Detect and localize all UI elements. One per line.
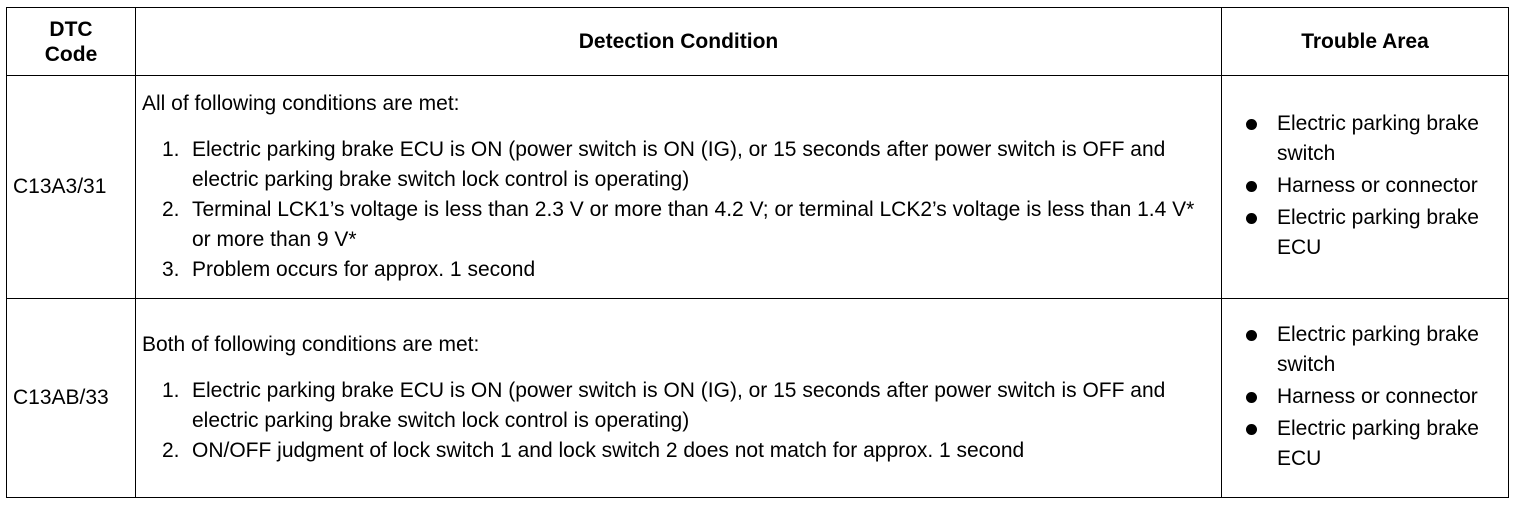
trouble-area-list: Electric parking brake switch Harness or… bbox=[1246, 320, 1500, 474]
condition-steps: 1. Electric parking brake ECU is ON (pow… bbox=[142, 135, 1213, 285]
list-item: Electric parking brake ECU bbox=[1246, 203, 1500, 263]
table-row: C13A3/31 All of following conditions are… bbox=[6, 75, 1509, 299]
bullet-icon bbox=[1246, 424, 1257, 435]
list-item: Harness or connector bbox=[1246, 171, 1500, 201]
trouble-area-cell: Electric parking brake switch Harness or… bbox=[1221, 298, 1509, 498]
condition-step: 2. Terminal LCK1’s voltage is less than … bbox=[142, 195, 1213, 255]
trouble-area-text: Harness or connector bbox=[1277, 385, 1478, 408]
dtc-code-cell: C13A3/31 bbox=[6, 75, 136, 299]
table-body: C13A3/31 All of following conditions are… bbox=[6, 75, 1509, 498]
header-trouble-area: Trouble Area bbox=[1221, 7, 1509, 76]
bullet-icon bbox=[1246, 181, 1257, 192]
trouble-area-text: Harness or connector bbox=[1277, 174, 1478, 197]
list-item: Electric parking brake ECU bbox=[1246, 414, 1500, 474]
condition-step: 1. Electric parking brake ECU is ON (pow… bbox=[142, 376, 1213, 436]
trouble-area-list: Electric parking brake switch Harness or… bbox=[1246, 109, 1500, 263]
bullet-icon bbox=[1246, 392, 1257, 403]
header-dtc-code: DTC Code bbox=[6, 7, 136, 76]
header-dtc-code-line2: Code bbox=[44, 42, 98, 66]
condition-steps: 1. Electric parking brake ECU is ON (pow… bbox=[142, 376, 1213, 466]
list-item: Electric parking brake switch bbox=[1246, 109, 1500, 169]
step-text: ON/OFF judgment of lock switch 1 and loc… bbox=[192, 439, 1025, 462]
step-text: Electric parking brake ECU is ON (power … bbox=[192, 379, 1166, 432]
header-detection-condition: Detection Condition bbox=[135, 7, 1222, 76]
trouble-area-text: Electric parking brake switch bbox=[1277, 112, 1479, 165]
step-number: 1. bbox=[162, 138, 180, 161]
bullet-icon bbox=[1246, 330, 1257, 341]
header-row: DTC Code Detection Condition Trouble Are… bbox=[6, 7, 1509, 76]
step-text: Electric parking brake ECU is ON (power … bbox=[192, 138, 1166, 191]
condition-step: 1. Electric parking brake ECU is ON (pow… bbox=[142, 135, 1213, 195]
step-number: 1. bbox=[162, 379, 180, 402]
bullet-icon bbox=[1246, 213, 1257, 224]
trouble-area-text: Electric parking brake ECU bbox=[1277, 417, 1479, 470]
list-item: Harness or connector bbox=[1246, 382, 1500, 412]
dtc-table: DTC Code Detection Condition Trouble Are… bbox=[6, 7, 1509, 498]
step-number: 3. bbox=[162, 258, 180, 281]
list-item: Electric parking brake switch bbox=[1246, 320, 1500, 380]
table-row: C13AB/33 Both of following conditions ar… bbox=[6, 298, 1509, 498]
detection-condition-cell: Both of following conditions are met: 1.… bbox=[135, 298, 1222, 498]
detection-condition-cell: All of following conditions are met: 1. … bbox=[135, 75, 1222, 299]
condition-intro: Both of following conditions are met: bbox=[142, 333, 480, 356]
condition-step: 3. Problem occurs for approx. 1 second bbox=[142, 255, 1213, 285]
trouble-area-cell: Electric parking brake switch Harness or… bbox=[1221, 75, 1509, 299]
trouble-area-text: Electric parking brake switch bbox=[1277, 323, 1479, 376]
header-dtc-code-line1: DTC bbox=[49, 17, 93, 41]
dtc-code-cell: C13AB/33 bbox=[6, 298, 136, 498]
step-text: Terminal LCK1’s voltage is less than 2.3… bbox=[192, 198, 1195, 251]
condition-step: 2. ON/OFF judgment of lock switch 1 and … bbox=[142, 436, 1213, 466]
table-header: DTC Code Detection Condition Trouble Are… bbox=[6, 7, 1509, 76]
bullet-icon bbox=[1246, 119, 1257, 130]
step-text: Problem occurs for approx. 1 second bbox=[192, 258, 536, 281]
step-number: 2. bbox=[162, 439, 180, 462]
step-number: 2. bbox=[162, 198, 180, 221]
condition-intro: All of following conditions are met: bbox=[142, 92, 460, 115]
trouble-area-text: Electric parking brake ECU bbox=[1277, 206, 1479, 259]
